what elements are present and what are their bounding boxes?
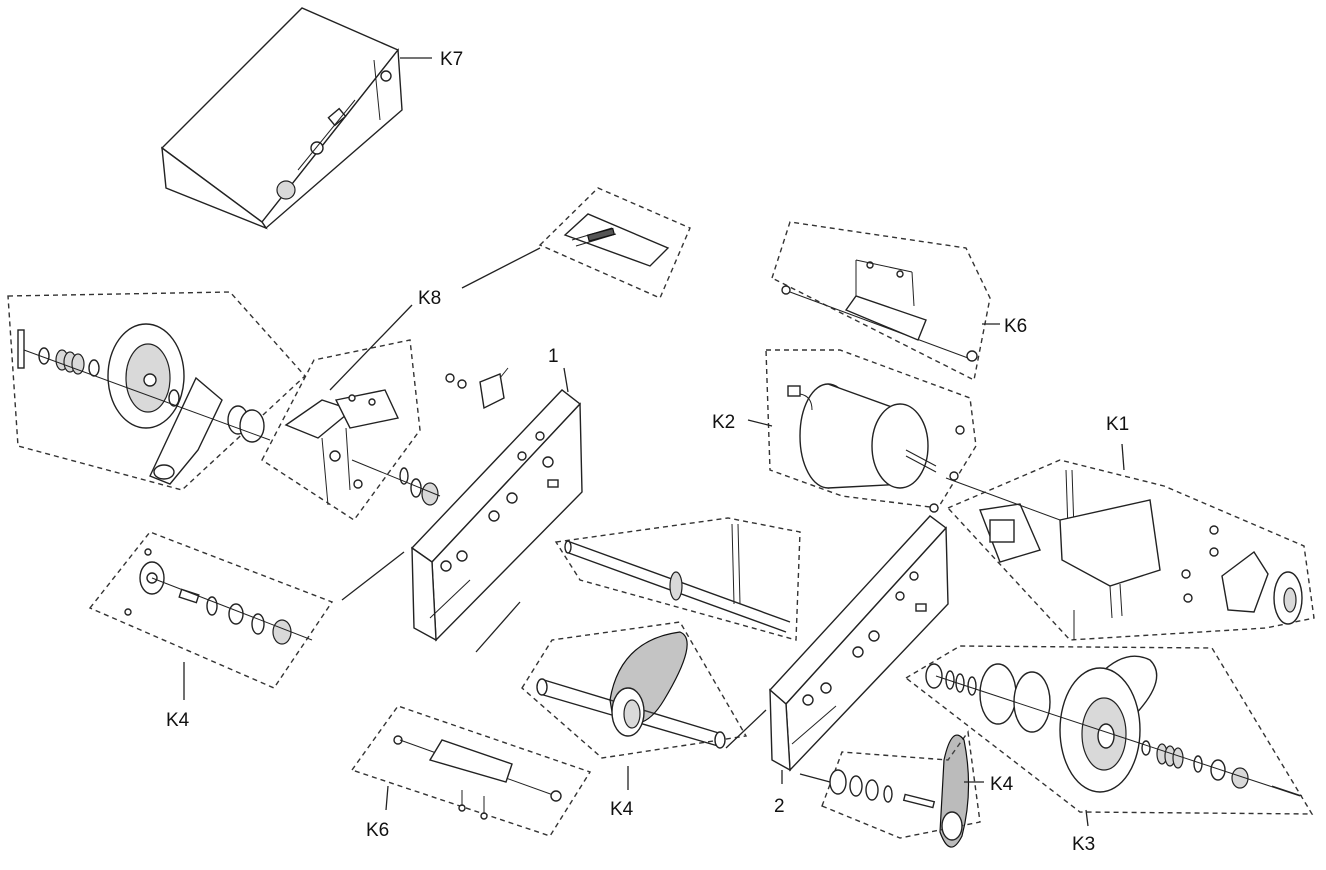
label-k3: K3 bbox=[1072, 834, 1095, 855]
link-line-plate2 bbox=[725, 709, 767, 749]
label-k1: K1 bbox=[1106, 414, 1129, 435]
label-part1: 1 bbox=[548, 346, 559, 367]
leader-k2 bbox=[747, 419, 773, 427]
label-k7: K7 bbox=[440, 49, 463, 70]
leader-k8-b bbox=[329, 304, 413, 391]
label-k2: K2 bbox=[712, 412, 735, 433]
leader-k8-a bbox=[461, 247, 541, 289]
limit-switch-group-k1 bbox=[945, 459, 1315, 641]
link-line-center bbox=[475, 601, 521, 653]
leader-k6-bottom bbox=[385, 785, 389, 811]
side-plate-1 bbox=[410, 389, 583, 642]
chain-sprocket-group-k4-right bbox=[821, 730, 981, 848]
bracket-group-k8-lower bbox=[261, 339, 421, 521]
link-line-k4-right bbox=[799, 773, 831, 783]
drive-shaft-group bbox=[554, 517, 801, 641]
label-k6-bottom: K6 bbox=[366, 820, 389, 841]
leader-k3 bbox=[1085, 809, 1089, 827]
control-box-k7 bbox=[160, 7, 403, 230]
chain-sprocket-group-k4-middle bbox=[521, 621, 748, 759]
label-k4-right: K4 bbox=[990, 774, 1014, 795]
spring-bracket-group-k8-top bbox=[538, 187, 691, 299]
motor-group-k2 bbox=[765, 349, 977, 513]
bracket-group-k6-bottom bbox=[350, 705, 592, 837]
leader-part1 bbox=[563, 367, 569, 393]
bracket-group-k6-top bbox=[771, 221, 991, 382]
small-fastener-parts bbox=[351, 367, 509, 506]
leader-k1 bbox=[1121, 443, 1125, 471]
pulley-belt-group-k3 bbox=[904, 645, 1314, 815]
label-part2: 2 bbox=[774, 796, 785, 817]
label-k4-middle: K4 bbox=[610, 799, 634, 820]
pulley-bracket-group bbox=[7, 291, 306, 491]
label-k6-top: K6 bbox=[1004, 316, 1027, 337]
label-k8: K8 bbox=[418, 288, 441, 309]
side-plate-2 bbox=[768, 515, 949, 772]
label-k4-left: K4 bbox=[166, 710, 190, 731]
link-line-left bbox=[341, 551, 405, 601]
sprocket-group-k4-left bbox=[88, 531, 334, 689]
